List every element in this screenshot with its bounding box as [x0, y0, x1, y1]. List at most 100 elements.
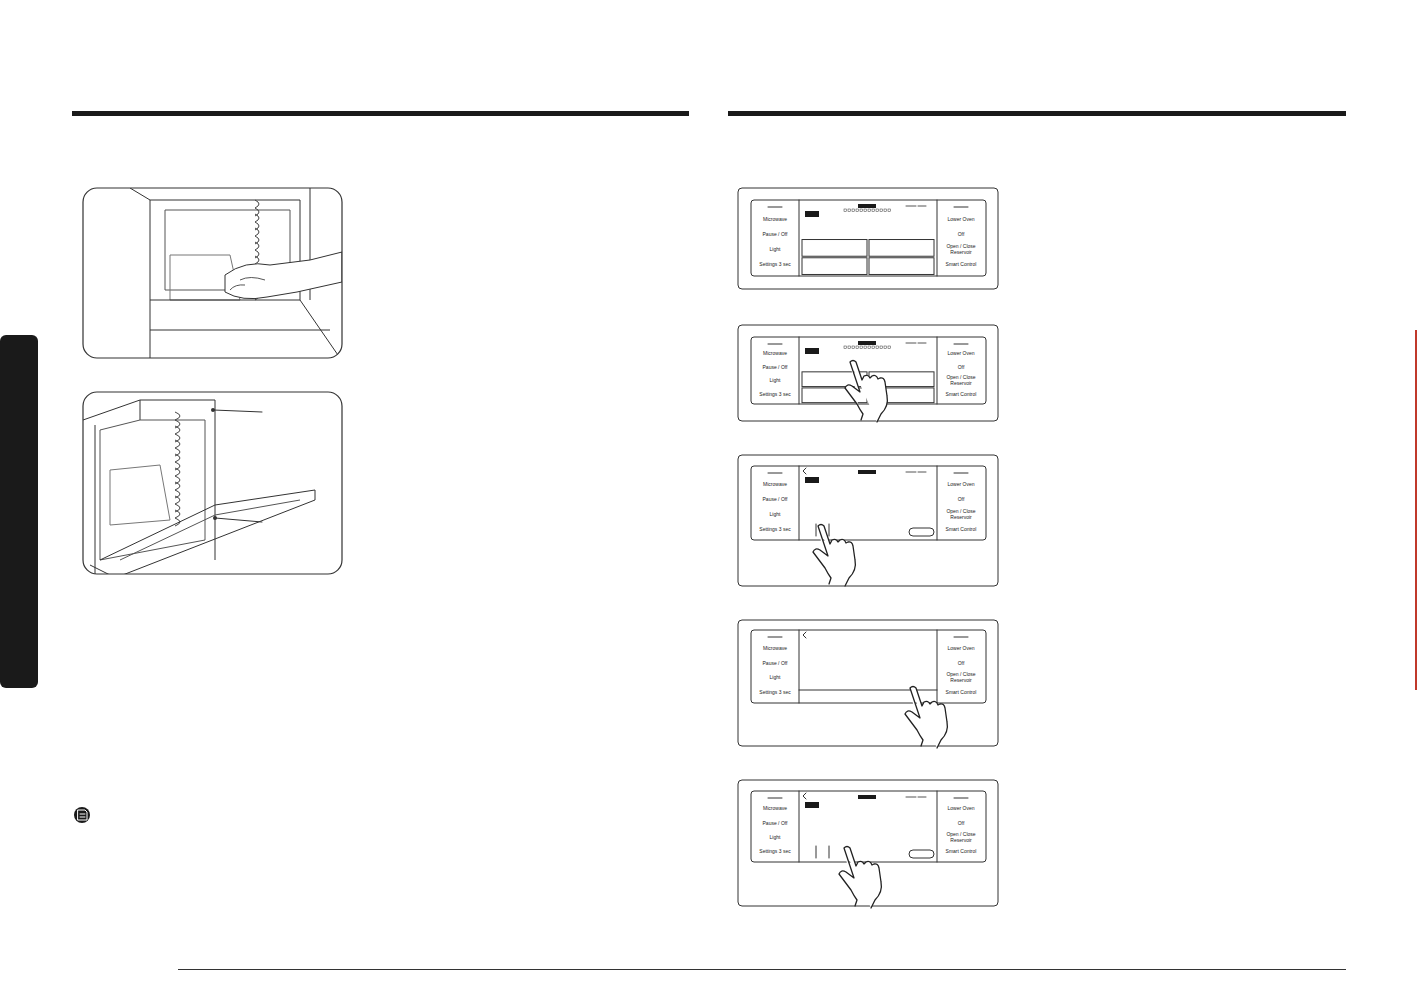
- button-label: Light: [758, 675, 792, 681]
- button-label: Smart Control: [944, 690, 978, 696]
- oven-line: [255, 214, 259, 230]
- status-icons: [906, 472, 926, 473]
- button-label: Open / Close Reservoir: [944, 375, 978, 387]
- level-dot: [884, 209, 887, 212]
- button-label: Open / Close Reservoir: [944, 509, 978, 521]
- display-divider: [799, 200, 937, 276]
- button-label: Open / Close Reservoir: [944, 672, 978, 684]
- illustration-frame: [83, 392, 342, 574]
- screen-button: [802, 258, 867, 275]
- button-label: Light: [758, 378, 792, 384]
- note-icon: [74, 807, 90, 823]
- button-label: Pause / Off: [758, 497, 792, 503]
- button-mark: [768, 637, 968, 638]
- button-label: Smart Control: [944, 392, 978, 398]
- button-label: Lower Oven: [944, 217, 978, 223]
- button-label: Microwave: [758, 646, 792, 652]
- oven-line: [175, 412, 180, 428]
- button-label: Light: [758, 835, 792, 841]
- control-display: [751, 466, 986, 540]
- screen-button: [802, 240, 867, 257]
- mode-chip: [805, 802, 819, 808]
- button-label: Smart Control: [944, 527, 978, 533]
- button-label: Microwave: [758, 807, 792, 813]
- button-label: Settings 3 sec: [758, 527, 792, 533]
- oven-line: [83, 400, 215, 574]
- mode-chip: [805, 211, 819, 217]
- control-display: [751, 200, 986, 276]
- level-dot: [856, 346, 859, 349]
- button-label: Off: [944, 661, 978, 667]
- level-dot: [880, 346, 883, 349]
- pointing-hand: [845, 361, 887, 423]
- oven-line: [100, 420, 205, 560]
- oven-line: [255, 200, 259, 216]
- note-icon: [78, 810, 87, 820]
- oven-line: [175, 482, 180, 498]
- oven-line: [175, 426, 180, 442]
- button-label: Lower Oven: [944, 807, 978, 813]
- screen-button: [869, 258, 934, 275]
- level-dot: [860, 209, 863, 212]
- oven-illustration: [130, 188, 342, 358]
- hand-with-cloth: [225, 252, 342, 299]
- button-label: Microwave: [758, 352, 792, 358]
- display-divider: [799, 791, 937, 862]
- level-dot: [864, 346, 867, 349]
- header-bar: [728, 111, 1346, 116]
- level-dot: [872, 209, 875, 212]
- status-bar: [858, 470, 876, 474]
- button-label: Microwave: [758, 217, 792, 223]
- status-bar: [858, 204, 876, 208]
- button-label: Lower Oven: [944, 646, 978, 652]
- oven-illustration: [83, 400, 315, 574]
- illustration-frame: [83, 188, 342, 358]
- button-label: Settings 3 sec: [758, 262, 792, 268]
- level-dot: [888, 209, 891, 212]
- oven-line: [100, 490, 315, 574]
- button-label: Settings 3 sec: [758, 392, 792, 398]
- button-label: Lower Oven: [944, 482, 978, 488]
- button-label: Smart Control: [944, 262, 978, 268]
- status-icons: [906, 797, 926, 798]
- level-dot: [868, 209, 871, 212]
- button-label: Off: [944, 497, 978, 503]
- level-dot: [848, 209, 851, 212]
- level-dot: [868, 346, 871, 349]
- back-arrow: [803, 793, 806, 799]
- button-label: Pause / Off: [758, 365, 792, 371]
- oven-line: [175, 440, 180, 456]
- back-arrow: [803, 632, 806, 638]
- level-dot: [844, 209, 847, 212]
- oven-line: [255, 242, 259, 258]
- pointing-hand: [839, 847, 881, 909]
- oven-line: [175, 468, 180, 484]
- control-display: [751, 791, 986, 862]
- start-pill: [909, 850, 934, 858]
- button-label: Pause / Off: [758, 232, 792, 238]
- oven-line: [175, 496, 180, 512]
- button-label: Microwave: [758, 482, 792, 488]
- panel-frame: [738, 455, 998, 586]
- status-bar: [858, 341, 876, 345]
- screen-button: [869, 240, 934, 257]
- control-display: [751, 630, 986, 703]
- level-dot: [880, 209, 883, 212]
- button-label: Off: [944, 365, 978, 371]
- oven-line: [150, 300, 340, 358]
- status-icons: [906, 206, 926, 207]
- pointing-hand: [905, 687, 947, 749]
- start-pill: [909, 528, 934, 536]
- status-icons: [906, 343, 926, 344]
- value-marks: [816, 846, 829, 858]
- oven-line: [90, 565, 110, 574]
- footer-rule: [178, 969, 1346, 970]
- status-bar: [858, 795, 876, 799]
- level-dot: [844, 346, 847, 349]
- button-label: Settings 3 sec: [758, 690, 792, 696]
- header-bar: [72, 111, 689, 116]
- panel-frame: [738, 325, 998, 421]
- side-tab: [0, 335, 38, 688]
- button-label: Pause / Off: [758, 661, 792, 667]
